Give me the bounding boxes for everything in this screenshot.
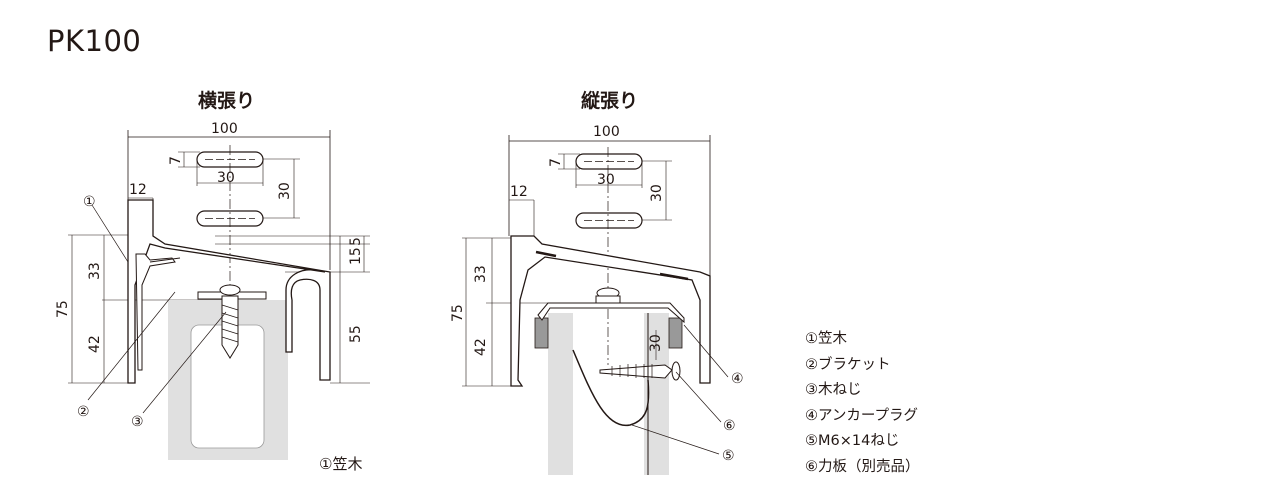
callout-1: ① [83,194,96,210]
callout-3: ③ [131,414,144,430]
dim-hole-height-v: 7 [548,158,564,167]
horizontal-view-labels: 100 7 30 30 12 33 75 42 15 5 55 ① ② ③ [55,121,364,430]
horizontal-view-title: 横張り [198,90,256,112]
slot-hole-bottom-v [575,212,643,229]
dim-hole-width: 30 [217,170,235,186]
callout-4: ④ [731,371,744,387]
spring-clip [572,349,650,427]
dim-top: 33 [87,262,103,280]
callout-6: ⑥ [723,418,736,434]
dim-width: 100 [211,121,238,137]
dim-bottom: 42 [87,335,103,353]
callout-5: ⑤ [722,448,735,464]
cap-sub-label: ①笠木 [319,455,363,473]
horizontal-view [68,130,370,460]
legend-item: ③木ねじ [805,382,862,399]
legend-item: ④アンカープラグ [805,407,919,424]
dim-top-v: 33 [473,265,489,283]
dim-width-v: 100 [593,124,620,140]
dim-15: 15 [348,247,364,265]
legend-item: ⑤M6×14ねじ [805,433,900,450]
dim-lip: 12 [129,182,147,198]
cap-profile [127,199,331,384]
dim-30-v: 30 [648,334,664,352]
bracket-profile [135,253,176,371]
dim-total: 75 [55,300,71,318]
callout-2: ② [77,404,90,420]
dim-lip-v: 12 [510,184,528,200]
slot-hole-top-v [575,153,643,170]
bracket-channel-v [537,302,685,324]
legend-item: ①笠木 [805,331,847,347]
dim-total-v: 75 [450,304,466,322]
dim-bottom-v: 42 [473,338,489,356]
wood-post [168,300,288,460]
vertical-view [462,135,729,475]
vertical-view-title: 縦張り [581,90,639,112]
vertical-view-labels: 100 7 30 30 12 33 75 42 30 ④ ⑥ ⑤ [450,124,744,464]
diagram-title: PK100 [47,24,142,58]
dim-55: 55 [348,325,364,343]
dim-hole-width-v: 30 [597,172,615,188]
dim-hole-pitch: 30 [277,182,293,200]
legend-item: ②ブラケット [805,356,891,373]
parts-legend: ①笠木 ②ブラケット ③木ねじ ④アンカープラグ ⑤M6×14ねじ ⑥力板（別売… [805,327,920,481]
wood-screw [221,295,239,359]
dim-hole-height: 7 [168,156,184,165]
legend-item: ⑥力板（別売品） [805,458,920,475]
dim-5: 5 [348,237,364,246]
dim-hole-pitch-v: 30 [649,184,665,202]
